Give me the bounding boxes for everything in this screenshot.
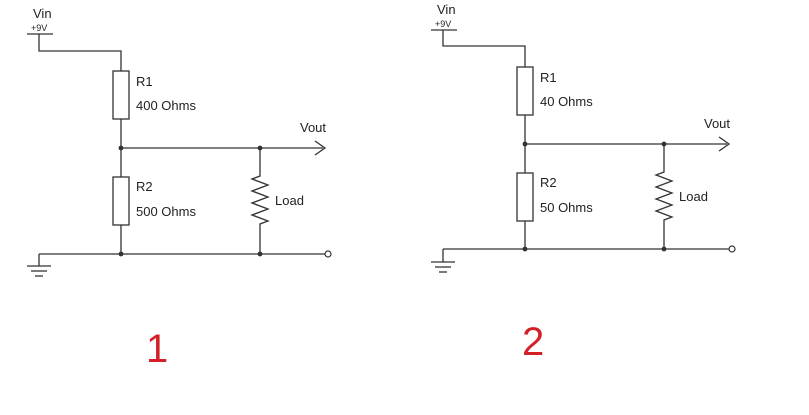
r1-name: R1 — [136, 74, 153, 89]
output-terminal — [728, 245, 736, 253]
circuit-number: 1 — [146, 327, 168, 371]
ground-symbol-icon — [27, 254, 51, 277]
junction-dot — [661, 246, 667, 252]
circuit-number: 2 — [522, 320, 544, 364]
r1-value: 40 Ohms — [540, 94, 593, 109]
load-resistor-icon — [250, 148, 270, 254]
circuit-2: Vin +9V R1 40 Ohms Vout R2 50 Ohms Load … — [431, 2, 736, 364]
r2-value: 50 Ohms — [540, 200, 593, 215]
resistor-r1 — [112, 70, 130, 120]
junction-dot — [118, 251, 124, 257]
junction-dot — [118, 145, 124, 151]
resistor-r2 — [516, 172, 534, 222]
r1-value: 400 Ohms — [136, 98, 196, 113]
load-label: Load — [275, 193, 304, 208]
output-terminal — [324, 250, 332, 258]
junction-dot — [257, 251, 263, 257]
load-resistor-icon — [654, 144, 674, 249]
vin-wire — [38, 34, 122, 71]
r2-name: R2 — [540, 175, 557, 190]
vin-label: Vin — [33, 6, 52, 21]
r2-name: R2 — [136, 179, 153, 194]
load-label: Load — [679, 189, 708, 204]
vin-value: +9V — [435, 19, 451, 29]
r2-value: 500 Ohms — [136, 204, 196, 219]
r1-name: R1 — [540, 70, 557, 85]
circuit-1: Vin +9V R1 400 Ohms Vout R2 500 Ohms Loa… — [27, 6, 332, 371]
resistor-r2 — [112, 176, 130, 226]
vin-wire — [442, 30, 526, 67]
vout-arrow-icon — [314, 140, 327, 156]
resistor-r1 — [516, 66, 534, 116]
vout-arrow-icon — [718, 136, 731, 152]
junction-dot — [522, 141, 528, 147]
vin-value: +9V — [31, 23, 47, 33]
junction-dot — [522, 246, 528, 252]
ground-symbol-icon — [431, 249, 455, 273]
vout-label: Vout — [300, 120, 326, 135]
vout-label: Vout — [704, 116, 730, 131]
vin-label: Vin — [437, 2, 456, 17]
